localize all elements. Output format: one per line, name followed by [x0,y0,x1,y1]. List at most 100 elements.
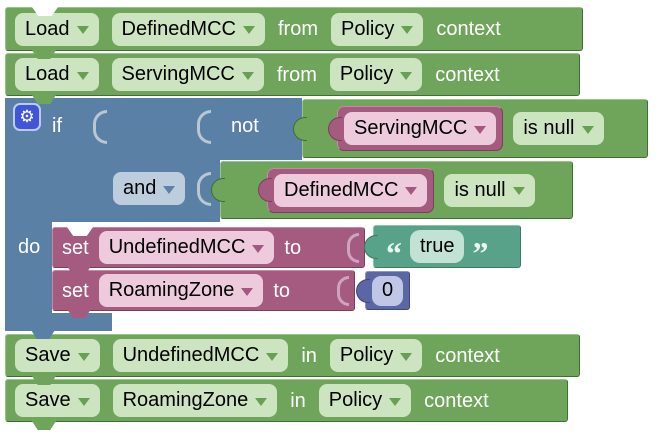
string-input[interactable]: true [410,230,465,263]
action-dropdown-label: Load [25,17,70,40]
is-null-serving-block[interactable]: ServingMCC is null [293,99,648,158]
operator-dropdown-label: is null [454,178,506,201]
value-connector-tab [356,278,370,303]
close-quote: ” [472,234,489,271]
operator-dropdown-label: is null [523,117,575,139]
value-socket [347,233,359,263]
operator-dropdown[interactable]: is null [444,173,535,207]
variable-dropdown-label: UndefinedMCC [122,344,260,366]
number-value-block[interactable]: 0 [356,271,410,310]
save-roaming-block[interactable]: Save RoamingZone in Policy context [5,379,568,430]
number-input[interactable]: 0 [371,275,404,306]
variable-dropdown-label: DefinedMCC [121,17,236,40]
action-dropdown-label: Load [25,63,70,85]
top-notch [67,227,93,236]
if-label: if [52,115,62,137]
action-dropdown[interactable]: Load [15,58,99,91]
gear-glyph: ⚙ [19,107,35,126]
load-defined-block[interactable]: Load DefinedMCC from Policy context [5,7,583,59]
store-dropdown-label: Policy [340,17,395,40]
empty-socket [197,110,211,144]
action-dropdown[interactable]: Save [15,339,100,372]
value-connector-tab [364,234,378,259]
dropdown-arrow-icon [241,71,254,80]
dropdown-arrow-icon [252,244,265,253]
action-dropdown-label: Save [25,389,71,411]
and-dropdown-label: and [123,177,157,199]
variable-dropdown-label: ServingMCC [121,63,235,85]
dropdown-arrow-icon [76,71,89,80]
dropdown-arrow-icon [581,125,594,134]
load-serving-block[interactable]: Load ServingMCC from Policy context [5,53,580,104]
variable-dropdown[interactable]: RoamingZone [112,384,278,417]
stack-connector [31,330,55,339]
set-label: set [62,236,89,259]
dropdown-arrow-icon [389,397,402,406]
context-label: context [435,344,500,367]
variable-dropdown-label: UndefinedMCC [108,236,246,258]
dropdown-arrow-icon [400,352,413,361]
variable-dropdown[interactable]: ServingMCC [111,58,264,91]
dropdown-arrow-icon [77,352,90,361]
context-label: context [436,18,501,40]
stack-connector [32,421,56,430]
stack-connector [32,95,56,104]
context-label: context [424,389,489,412]
action-dropdown-label: Save [25,344,71,366]
operator-dropdown[interactable]: is null [513,112,604,145]
not-label: not [231,115,259,137]
do-label: do [18,236,41,258]
action-dropdown[interactable]: Save [15,384,100,417]
string-value-block[interactable]: “ true ” [364,225,521,271]
variable-dropdown[interactable]: UndefinedMCC [112,339,289,372]
set-roaming-block[interactable]: set RoamingZone to [52,270,355,318]
variable-dropdown-label: RoamingZone [122,389,249,411]
dropdown-arrow-icon [474,125,487,134]
gear-icon[interactable]: ⚙ [13,103,41,131]
variable-dropdown[interactable]: UndefinedMCC [98,231,275,264]
number-input-value: 0 [381,279,394,301]
store-dropdown-label: Policy [328,389,383,411]
dropdown-arrow-icon [405,187,418,195]
variable-dropdown[interactable]: DefinedMCC [111,12,265,46]
variable-dropdown-label: DefinedMCC [284,178,399,201]
in-label: in [301,344,317,367]
variable-dropdown-label: ServingMCC [354,117,468,139]
stack-connector [67,309,91,318]
top-notch [32,7,58,16]
store-dropdown[interactable]: Policy [329,58,423,91]
stack-connector [32,50,56,59]
in-label: in [290,389,306,412]
variable-block-serving[interactable]: ServingMCC [328,106,504,151]
to-label: to [273,279,290,302]
from-label: from [277,18,318,40]
set-undefined-block[interactable]: set UndefinedMCC to [52,227,365,275]
variable-dropdown[interactable]: RoamingZone [98,274,264,307]
store-dropdown-label: Policy [339,63,394,85]
and-operator-dropdown[interactable]: and [113,172,186,205]
stack-connector [67,266,91,275]
context-label: context [435,63,500,86]
is-null-defined-block[interactable]: DefinedMCC is null [211,161,573,219]
dropdown-arrow-icon [163,185,176,194]
store-dropdown[interactable]: Policy [329,339,423,372]
store-dropdown[interactable]: Policy [330,12,424,46]
store-dropdown-label: Policy [339,344,394,366]
dropdown-arrow-icon [400,71,413,80]
dropdown-arrow-icon [76,26,89,34]
variable-block-defined[interactable]: DefinedMCC [258,167,435,213]
dropdown-arrow-icon [77,397,90,406]
value-connector-tab [258,178,272,202]
store-dropdown[interactable]: Policy [318,384,412,417]
action-dropdown[interactable]: Load [15,12,99,46]
dropdown-arrow-icon [241,287,254,296]
open-quote: “ [386,234,402,271]
variable-dropdown[interactable]: ServingMCC [344,112,497,145]
stack-connector [32,376,56,385]
variable-dropdown-label: RoamingZone [108,279,235,301]
variable-dropdown[interactable]: DefinedMCC [274,173,428,207]
dropdown-arrow-icon [242,26,255,34]
from-label: from [276,63,317,86]
save-undefined-block[interactable]: Save UndefinedMCC in Policy context [5,334,580,385]
